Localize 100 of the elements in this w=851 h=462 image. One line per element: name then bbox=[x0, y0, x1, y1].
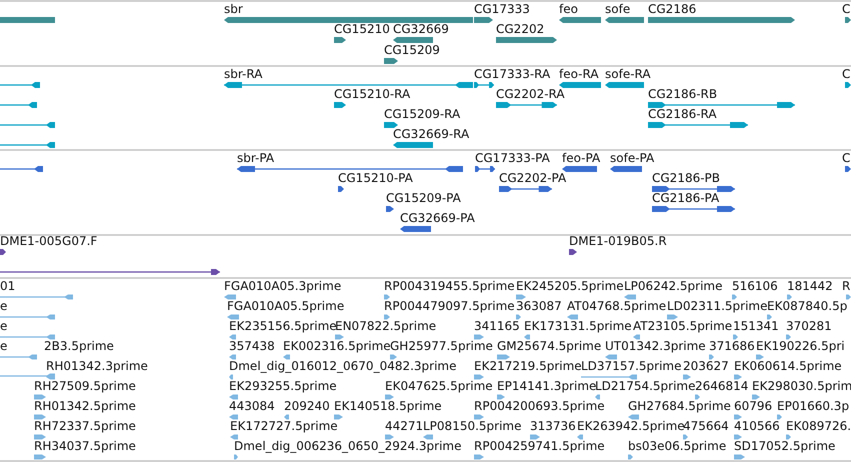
feature-label: EK263942.5prime bbox=[577, 419, 685, 433]
feature-label: EK002316.5prime bbox=[283, 339, 391, 353]
feature-label: EK293255.5prime bbox=[229, 379, 337, 393]
feature-label: EK087840.5p bbox=[767, 299, 848, 313]
feature-label: 443084 bbox=[229, 399, 275, 413]
feature-label: RH34037.5prime bbox=[34, 439, 136, 453]
feature-label: CG2186-RA bbox=[648, 107, 717, 121]
feature-label: C bbox=[842, 2, 850, 16]
feature-label: EK060614.5prime bbox=[734, 359, 842, 373]
feature-label: EK172727.5prime bbox=[230, 419, 338, 433]
feature-label: CG2202-RA bbox=[496, 87, 565, 101]
feature-label: RH27509.5prime bbox=[34, 379, 136, 393]
feature-label: SD17052.5prime bbox=[734, 439, 836, 453]
feature-label: CG15209-RA bbox=[384, 107, 460, 121]
feature-label: CG32669 bbox=[393, 22, 449, 36]
feature-label: 371686 bbox=[709, 339, 755, 353]
feature-label: Dmel_dig_006236_0650_2924.3prime bbox=[234, 439, 462, 453]
feature-label: EK173131.5prime bbox=[524, 319, 632, 333]
feature-label: 60796 bbox=[734, 399, 772, 413]
feature-label: 203627 bbox=[683, 359, 729, 373]
feature-label: UT01342.3prime bbox=[605, 339, 706, 353]
feature-label: feo-PA bbox=[562, 151, 600, 165]
feature-label: EK298030.5prim bbox=[752, 379, 851, 393]
feature-label: 410566 bbox=[734, 419, 780, 433]
feature-label: EK190226.5pri bbox=[756, 339, 845, 353]
feature-label: feo bbox=[559, 2, 578, 16]
feature-label: 2B3.5prime bbox=[44, 339, 114, 353]
feature-label: 209240 bbox=[284, 399, 330, 413]
feature-label: RP004200693.5prime bbox=[474, 399, 605, 413]
feature-label: Dmel_dig_016012_0670_0482.3prime bbox=[229, 359, 457, 373]
feature-label: LD37157.5prime bbox=[581, 359, 682, 373]
feature-label: RP004259741.5prime bbox=[474, 439, 605, 453]
feature-label: DME1-005G07.F bbox=[0, 234, 98, 248]
feature-label: 2646814 bbox=[695, 379, 748, 393]
feature-label: CG32669-RA bbox=[393, 127, 470, 141]
feature-label: LP06242.5prime bbox=[624, 279, 723, 293]
feature-label: e bbox=[0, 299, 8, 313]
feature-label: GM25674.5prime bbox=[497, 339, 602, 353]
feature-label: FGA010A05.5prime bbox=[227, 299, 344, 313]
feature-label: sofe-PA bbox=[610, 151, 654, 165]
feature-label: 181442 bbox=[787, 279, 833, 293]
feature-label: RH01342.5prime bbox=[34, 399, 136, 413]
feature-label: CG15210-RA bbox=[334, 87, 410, 101]
feature-label: C bbox=[842, 151, 850, 165]
feature-label: EK140518.5prime bbox=[334, 399, 442, 413]
feature-label: CG2186-PA bbox=[652, 191, 720, 205]
feature-label: 01 bbox=[0, 279, 16, 293]
feature-label: EP01660.3p bbox=[777, 399, 850, 413]
feature-label: 44271 bbox=[385, 419, 424, 433]
feature-label: AT04768.5prime bbox=[567, 299, 666, 313]
feature-label: sofe bbox=[605, 2, 630, 16]
feature-label: 151341 bbox=[733, 319, 779, 333]
feature-label: sbr bbox=[224, 2, 243, 16]
feature-label: bs03e06.5prime bbox=[628, 439, 726, 453]
feature-label: CG15210-PA bbox=[338, 171, 413, 185]
feature-label: EN07822.5prime bbox=[335, 319, 436, 333]
feature-label: CG2186-RB bbox=[648, 87, 718, 101]
feature-label: EP14141.3prime bbox=[497, 379, 596, 393]
feature-label: 341165 bbox=[474, 319, 520, 333]
feature-label: CG32669-PA bbox=[400, 211, 475, 225]
feature-label: sbr-PA bbox=[237, 151, 274, 165]
feature-label: AT23105.5prime bbox=[633, 319, 732, 333]
feature-label: CG17333-PA bbox=[475, 151, 550, 165]
feature-label: EK047625.5prime bbox=[385, 379, 493, 393]
feature-label: 516106 bbox=[732, 279, 778, 293]
feature-label: LD02311.5prime bbox=[667, 299, 768, 313]
feature-label: RH72337.5prime bbox=[34, 419, 136, 433]
feature-label: e bbox=[0, 339, 8, 353]
feature-label: CG2202 bbox=[496, 22, 544, 36]
feature-label: 357438 bbox=[229, 339, 275, 353]
feature-label: CG15209 bbox=[384, 43, 440, 57]
feature-label: sofe-RA bbox=[605, 67, 651, 81]
feature-label: CG17333-RA bbox=[474, 67, 550, 81]
feature-label: CG15209-PA bbox=[386, 191, 461, 205]
feature-label: 475664 bbox=[683, 419, 729, 433]
feature-label: CG2202-PA bbox=[499, 171, 566, 185]
feature-label: GH27684.5prime bbox=[628, 399, 731, 413]
feature-label: LD21754.5prime bbox=[595, 379, 696, 393]
feature-label: 313736 bbox=[530, 419, 576, 433]
feature-label: EK217219.5prime bbox=[474, 359, 582, 373]
feature-label: EK235156.5prime bbox=[229, 319, 337, 333]
feature-label: C bbox=[842, 67, 850, 81]
feature-label: R bbox=[842, 279, 850, 293]
feature-label: RH01342.3prime bbox=[46, 359, 148, 373]
feature-label: FGA010A05.3prime bbox=[224, 279, 342, 293]
feature-label: sbr-RA bbox=[224, 67, 262, 81]
feature-label: CG15210 bbox=[334, 22, 390, 36]
feature-label: feo-RA bbox=[559, 67, 599, 81]
feature-label: EK089726. bbox=[786, 419, 851, 433]
feature-label: RP004479097.5prime bbox=[384, 299, 515, 313]
feature-label: LP08150.5prime bbox=[423, 419, 522, 433]
feature-label: GH25977.5prime bbox=[390, 339, 493, 353]
feature-label: DME1-019B05.R bbox=[569, 234, 667, 248]
feature-label: 370281 bbox=[786, 319, 832, 333]
feature-label: 363087 bbox=[516, 299, 562, 313]
feature-label: EK245205.5prime bbox=[516, 279, 624, 293]
feature-label: CG17333 bbox=[474, 2, 530, 16]
feature-label: RP004319455.5prime bbox=[384, 279, 515, 293]
feature-label: CG2186 bbox=[648, 2, 696, 16]
feature-label: e bbox=[0, 319, 8, 333]
